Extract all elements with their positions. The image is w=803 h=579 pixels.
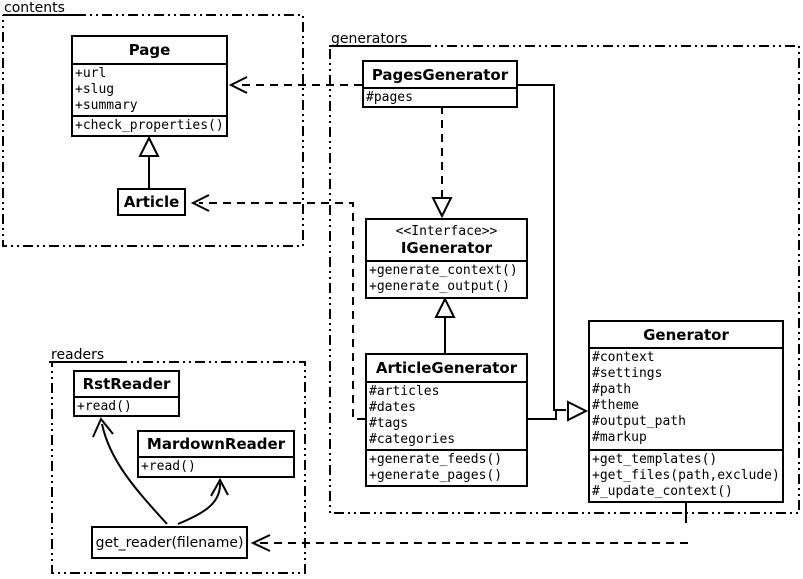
function-get-reader-label: get_reader(filename): [95, 534, 244, 551]
method: +check_properties(): [75, 118, 224, 133]
edge-articlegenerator-to-generator: [528, 410, 557, 420]
class-markdownreader-methods: +read(): [139, 456, 293, 476]
attribute: #path: [592, 382, 632, 397]
class-pagesgenerator-title: PagesGenerator: [371, 65, 509, 84]
class-rstreader: RstReader +read(): [73, 370, 180, 417]
open-arrowhead-getreader: [250, 534, 271, 552]
open-arrowhead-article: [190, 194, 210, 212]
method: +generate_feeds(): [369, 452, 503, 467]
attribute: #categories: [369, 432, 456, 447]
attribute: #markup: [592, 430, 647, 445]
edge-getreader-to-rstreader: [101, 423, 168, 525]
attribute: #settings: [592, 366, 663, 381]
class-article-title: Article: [123, 193, 180, 211]
class-page-attributes: +url +slug +summary: [73, 63, 226, 115]
class-markdownreader: MardownReader +read(): [137, 430, 295, 478]
class-articlegenerator: ArticleGenerator #articles #dates #tags …: [365, 353, 528, 487]
method: +generate_pages(): [369, 468, 503, 483]
open-arrowhead-rstreader: [92, 417, 114, 438]
package-readers-label: readers: [51, 347, 105, 363]
class-igenerator-title: <<Interface>> IGenerator: [367, 220, 526, 260]
attribute: +url: [75, 66, 107, 81]
method: +read(): [141, 459, 196, 474]
class-rstreader-methods: +read(): [75, 396, 178, 415]
attribute: #theme: [592, 398, 639, 413]
attribute: #articles: [369, 384, 440, 399]
class-page: Page +url +slug +summary +check_properti…: [71, 35, 228, 137]
attribute: #pages: [366, 90, 413, 105]
method: +read(): [77, 399, 132, 414]
attribute: #context: [592, 350, 655, 365]
method: +get_templates(): [592, 452, 718, 467]
class-igenerator-name: IGenerator: [400, 238, 493, 257]
attribute: +slug: [75, 82, 115, 97]
class-generator-methods: +get_templates() +get_files(path,exclude…: [590, 449, 782, 501]
class-igenerator-methods: +generate_context() +generate_output(): [367, 260, 526, 297]
realization-triangle-igenerator: [431, 197, 453, 219]
class-generator: Generator #context #settings #path #them…: [588, 320, 784, 503]
package-contents-label: contents: [4, 0, 65, 16]
edge-getreader-to-markdownreader: [177, 482, 222, 525]
class-articlegenerator-title: ArticleGenerator: [375, 359, 518, 377]
attribute: #output_path: [592, 414, 686, 429]
function-get-reader: get_reader(filename): [91, 526, 248, 559]
open-arrowhead-markdownreader: [210, 477, 229, 497]
inheritance-triangle-igenerator: [434, 296, 456, 318]
open-arrowhead-page: [228, 76, 248, 94]
class-igenerator-stereotype: <<Interface>>: [395, 223, 498, 239]
attribute: #dates: [369, 400, 416, 415]
class-articlegenerator-attributes: #articles #dates #tags #categories: [367, 381, 526, 449]
class-pagesgenerator: PagesGenerator #pages: [362, 60, 518, 108]
package-contents-border: [2, 14, 304, 247]
attribute: #tags: [369, 416, 409, 431]
class-markdownreader-title: MardownReader: [146, 435, 286, 453]
package-generators-label: generators: [331, 31, 408, 47]
package-readers-border: [51, 361, 306, 574]
class-page-title: Page: [128, 41, 171, 59]
class-igenerator: <<Interface>> IGenerator +generate_conte…: [365, 218, 528, 299]
inheritance-triangle-page: [138, 135, 160, 157]
inheritance-triangle-generator: [567, 400, 589, 422]
class-generator-attributes: #context #settings #path #theme #output_…: [590, 347, 782, 449]
class-pagesgenerator-attributes: #pages: [364, 87, 516, 106]
class-rstreader-title: RstReader: [82, 375, 171, 393]
edge-pagesgenerator-to-generator: [518, 84, 566, 411]
class-article: Article: [117, 188, 186, 216]
method: +generate_output(): [369, 279, 510, 294]
class-articlegenerator-methods: +generate_feeds() +generate_pages(): [367, 449, 526, 485]
attribute: +summary: [75, 98, 138, 113]
class-page-methods: +check_properties(): [73, 115, 226, 135]
edge-articlegenerator-to-article: [199, 202, 365, 420]
method: +get_files(path,exclude): [592, 468, 780, 483]
method: +generate_context(): [369, 263, 518, 278]
class-generator-title: Generator: [643, 325, 729, 344]
method: #_update_context(): [592, 484, 733, 499]
